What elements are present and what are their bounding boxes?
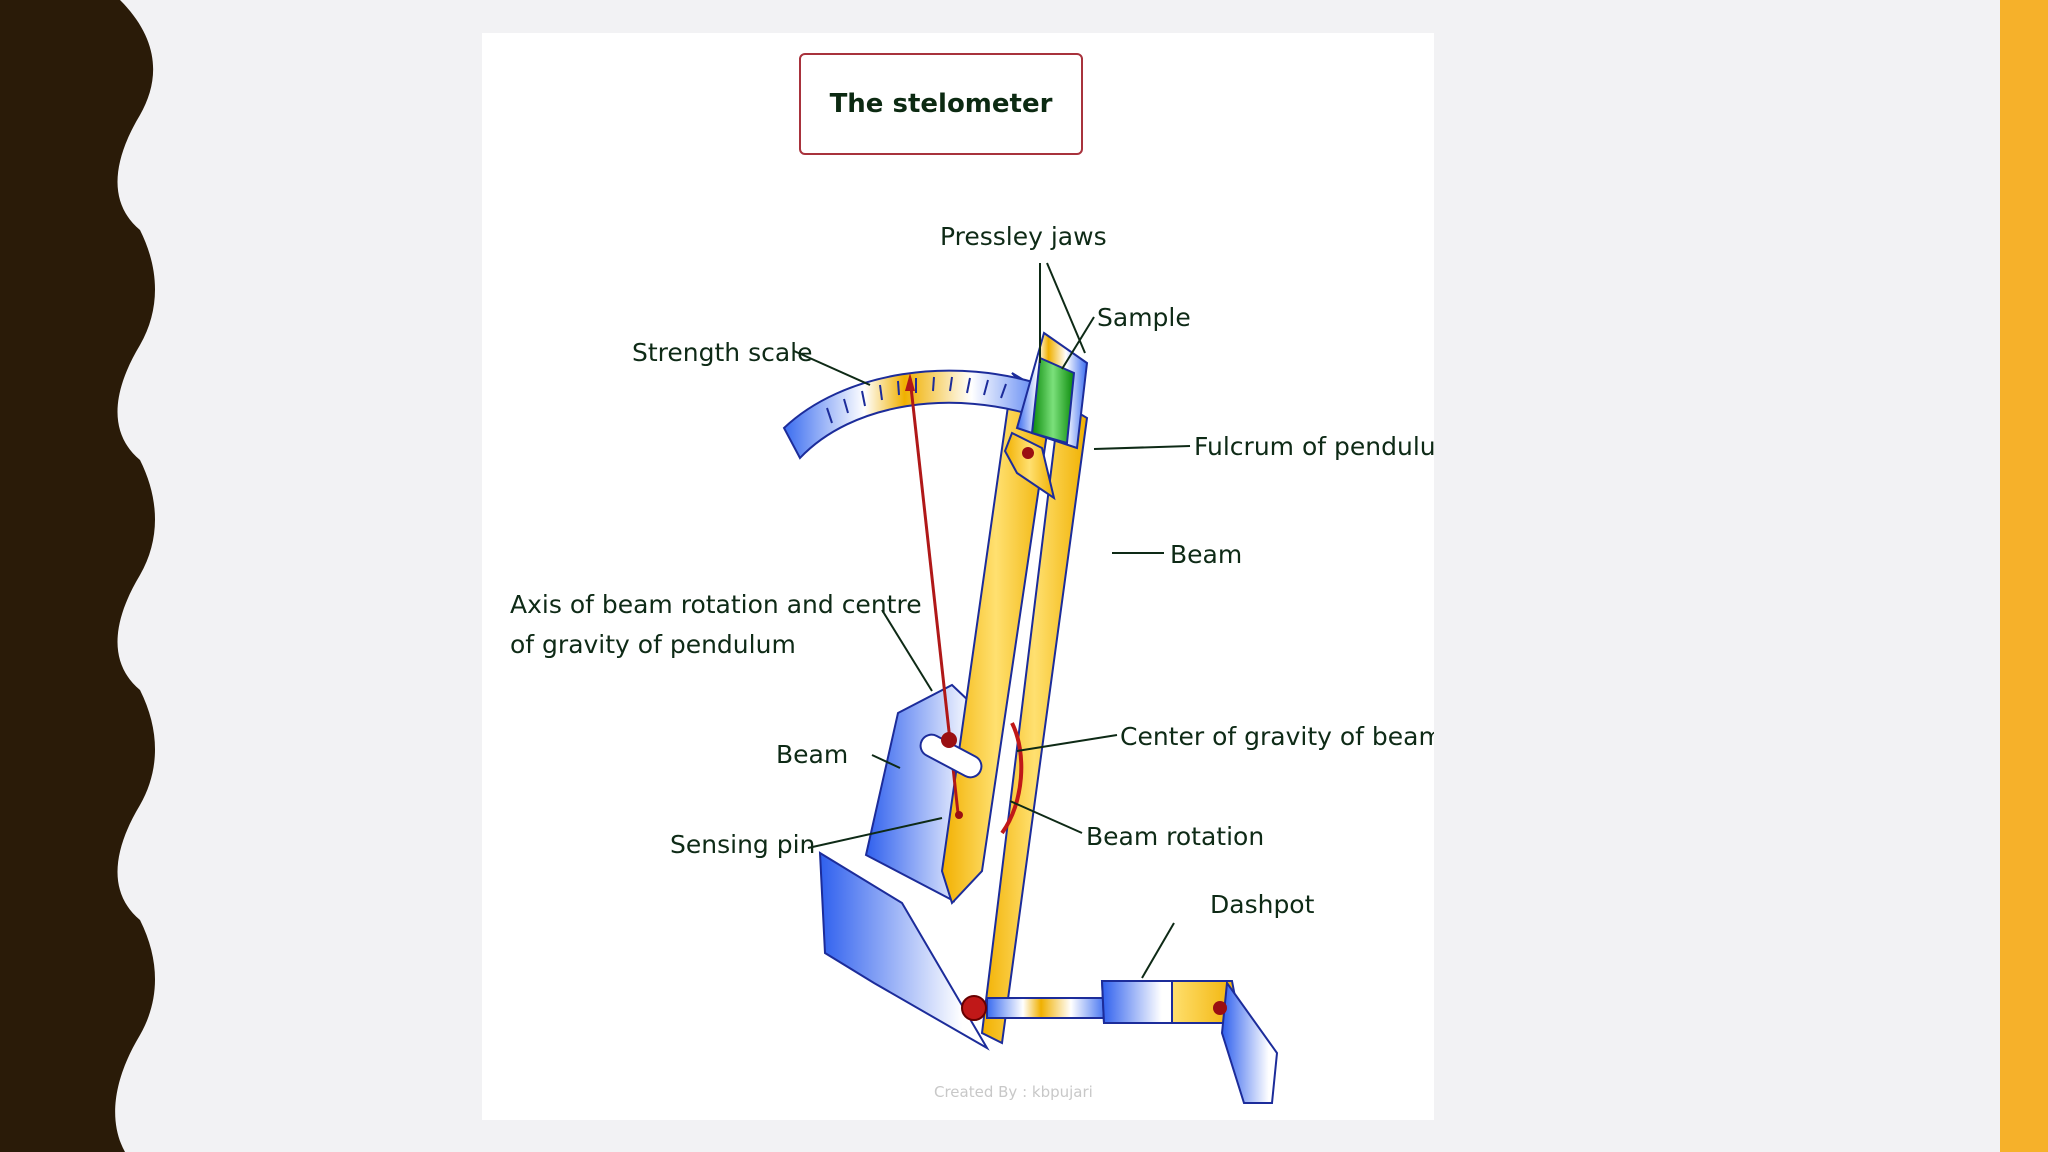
stelometer-diagram: Pressley jaws Sample Strength scale Fulc… bbox=[510, 222, 1434, 1104]
sensing-pin bbox=[955, 811, 963, 819]
scale-ticks bbox=[826, 376, 1007, 424]
label-sample: Sample bbox=[1097, 303, 1191, 332]
credit-text: Created By : kbpujari bbox=[934, 1083, 1093, 1101]
label-center-gravity: Center of gravity of beam bbox=[1120, 722, 1434, 751]
label-pressley-jaws: Pressley jaws bbox=[940, 222, 1107, 251]
wavy-left-border bbox=[0, 0, 155, 1152]
sample-green bbox=[1030, 356, 1076, 445]
beam-base-pivot bbox=[961, 995, 987, 1021]
stelometer-figure: Pressley jaws Sample Strength scale Fulc… bbox=[482, 33, 1434, 1120]
label-beam-upper: Beam bbox=[1170, 540, 1242, 569]
label-strength-scale: Strength scale bbox=[632, 338, 813, 367]
right-accent-bar bbox=[2000, 0, 2048, 1152]
label-fulcrum: Fulcrum of pendulum bbox=[1194, 432, 1434, 461]
label-beam-lower: Beam bbox=[776, 740, 848, 769]
diagram-title: The stelometer bbox=[799, 53, 1083, 155]
pendulum-lower-body bbox=[818, 851, 990, 1051]
label-axis-line2: of gravity of pendulum bbox=[510, 630, 796, 659]
axis-pivot bbox=[941, 732, 957, 748]
label-axis-line1: Axis of beam rotation and centre bbox=[510, 590, 922, 619]
leader-lines bbox=[793, 262, 1191, 979]
fulcrum-plate bbox=[1003, 431, 1056, 501]
dashpot-rod bbox=[986, 997, 1108, 1019]
pendulum-slot bbox=[919, 733, 983, 779]
dashpot-pivot bbox=[1213, 1001, 1227, 1015]
dashpot-arm bbox=[1220, 980, 1279, 1104]
label-dashpot: Dashpot bbox=[1210, 890, 1315, 919]
dashpot-blue-part bbox=[1100, 980, 1173, 1024]
label-sensing-pin: Sensing pin bbox=[670, 830, 815, 859]
pointer-tip bbox=[905, 373, 915, 391]
center-gravity-arc bbox=[1000, 722, 1024, 835]
fulcrum-pivot bbox=[1022, 447, 1034, 459]
label-beam-rotation: Beam rotation bbox=[1086, 822, 1264, 851]
